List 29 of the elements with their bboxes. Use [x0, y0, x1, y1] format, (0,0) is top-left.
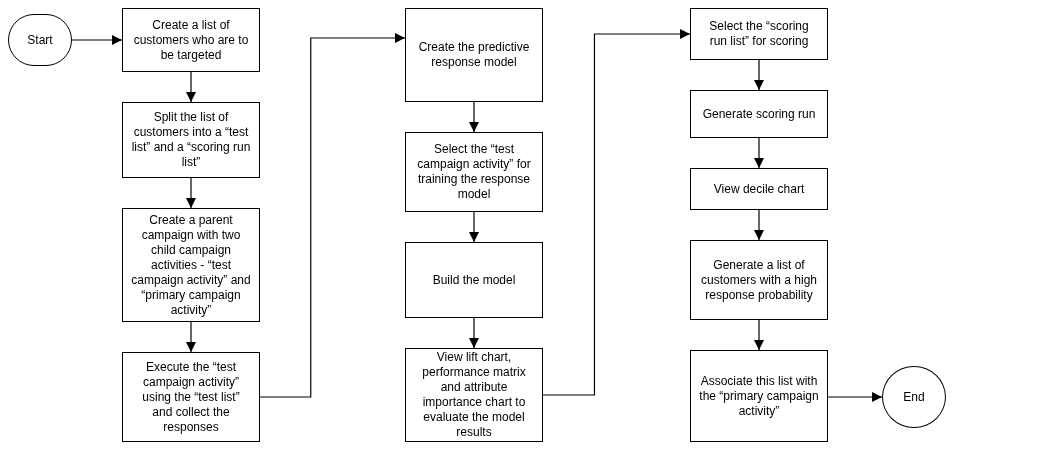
process-box: Create the predictive response model — [405, 8, 543, 102]
arrow — [259, 33, 406, 398]
arrow — [469, 101, 479, 133]
process-box: Associate this list with the “primary campaign activity” — [690, 350, 828, 442]
process-box: Execute the “test campaign activity” using the “test list” and collect the responses — [122, 352, 260, 442]
process-box: View lift chart, performance matrix and attribute importance chart to evaluate the model results — [405, 348, 543, 442]
arrow — [754, 209, 764, 241]
process-box: View decile chart — [690, 168, 828, 210]
arrow — [754, 137, 764, 169]
arrow — [186, 321, 196, 353]
process-box: Create a parent campaign with two child campaign activities - “test campaign activity” and “primary campaign activity” — [122, 208, 260, 322]
arrow — [186, 177, 196, 209]
arrow — [754, 59, 764, 91]
process-box: Select the “test campaign activity” for training the response model — [405, 132, 543, 212]
process-box: Select the “scoring run list” for scoring — [690, 8, 828, 60]
arrow — [754, 319, 764, 351]
process-box: Split the list of customers into a “test list” and a “scoring run list” — [122, 102, 260, 178]
process-box: Build the model — [405, 242, 543, 318]
arrow — [542, 29, 691, 396]
process-box: Generate a list of customers with a high response probability — [690, 240, 828, 320]
arrow — [469, 317, 479, 349]
process-box: Generate scoring run — [690, 90, 828, 138]
arrow — [469, 211, 479, 243]
arrow — [186, 71, 196, 103]
end-circle: End — [882, 366, 946, 428]
process-box: Create a list of customers who are to be targeted — [122, 8, 260, 72]
arrow — [71, 35, 123, 45]
start-terminal: Start — [8, 14, 72, 66]
arrow — [827, 392, 883, 402]
